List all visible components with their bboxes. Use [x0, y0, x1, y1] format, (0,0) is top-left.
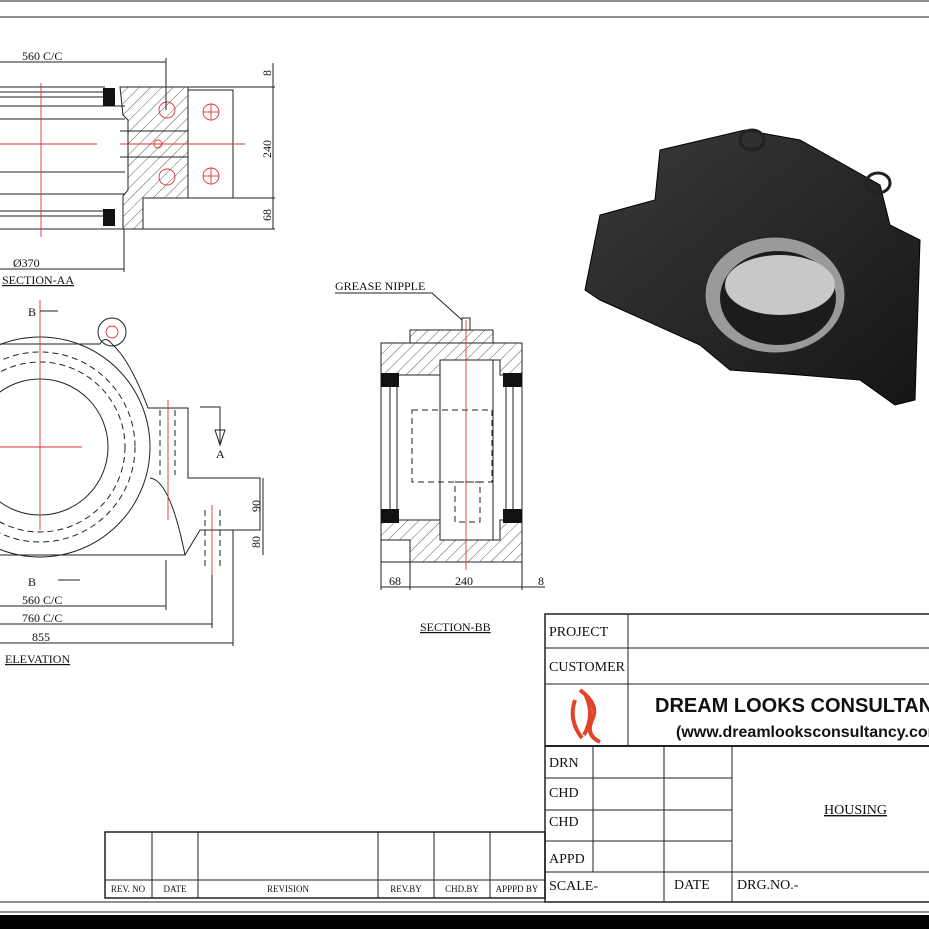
dim-80: 80	[249, 536, 263, 548]
dim-560-cc: 560 C/C	[22, 49, 62, 63]
rev-header-chd-by: CHD.BY	[445, 884, 479, 894]
rev-header-date: DATE	[164, 884, 187, 894]
section-marker-a: A	[216, 447, 225, 461]
grease-nipple-icon	[461, 317, 471, 331]
section-bb-view: GREASE NIPPLE 68 240 8 SECTION-BB	[335, 279, 545, 634]
dim-dia-370: Ø370	[13, 256, 40, 270]
scale-label: SCALE-	[549, 879, 598, 894]
dim-8-bb: 8	[538, 574, 544, 588]
chd-label-1: CHD	[549, 786, 579, 801]
chd-label-2: CHD	[549, 815, 579, 830]
drg-no-label: DRG.NO.-	[737, 878, 799, 893]
rev-header-rev-no: REV. NO	[111, 884, 146, 894]
drn-label: DRN	[549, 756, 579, 771]
company-logo	[570, 688, 601, 744]
dim-68-bb: 68	[389, 574, 401, 588]
housing-3d-render	[584, 128, 921, 406]
customer-label: CUSTOMER	[549, 660, 626, 675]
grease-nipple-callout: GREASE NIPPLE	[335, 279, 425, 293]
section-marker-b-bottom: B	[28, 575, 36, 589]
rev-header-appd-by: APPPD BY	[496, 884, 539, 894]
rev-header-rev-by: REV.BY	[390, 884, 422, 894]
title-block: PROJECT CUSTOMER DREAM LOOKS CONSULTANCY…	[544, 613, 929, 903]
project-label: PROJECT	[549, 625, 609, 640]
dim-90: 90	[249, 500, 263, 512]
drawing-title: HOUSING	[824, 803, 887, 818]
rev-header-revision: REVISION	[267, 884, 309, 894]
section-aa-view: 560 C/C Ø370 8 240 68 SECTION-AA	[0, 49, 275, 287]
revision-table: REV. NO DATE REVISION REV.BY CHD.BY APPP…	[104, 831, 546, 899]
seal-top	[103, 88, 115, 106]
dim-855: 855	[32, 630, 50, 644]
elevation-title: ELEVATION	[5, 652, 70, 666]
dim-560-cc-elev: 560 C/C	[22, 593, 62, 607]
appd-label: APPD	[549, 852, 585, 867]
section-aa-title: SECTION-AA	[2, 273, 74, 287]
date-label: DATE	[674, 878, 710, 893]
dim-8: 8	[260, 70, 274, 76]
section-marker-b-top: B	[28, 305, 36, 319]
dim-760-cc: 760 C/C	[22, 611, 62, 625]
elevation-view: B B A 560 C/C 760 C/C 855 90 80 ELEVATIO…	[0, 300, 264, 666]
dim-240: 240	[260, 140, 274, 158]
company-url: (www.dreamlooksconsultancy.com)	[676, 724, 929, 741]
company-name: DREAM LOOKS CONSULTANCY	[655, 695, 929, 717]
seal-bottom	[103, 209, 115, 226]
section-bb-title: SECTION-BB	[420, 620, 491, 634]
dim-240-bb: 240	[455, 574, 473, 588]
dim-68: 68	[260, 209, 274, 221]
